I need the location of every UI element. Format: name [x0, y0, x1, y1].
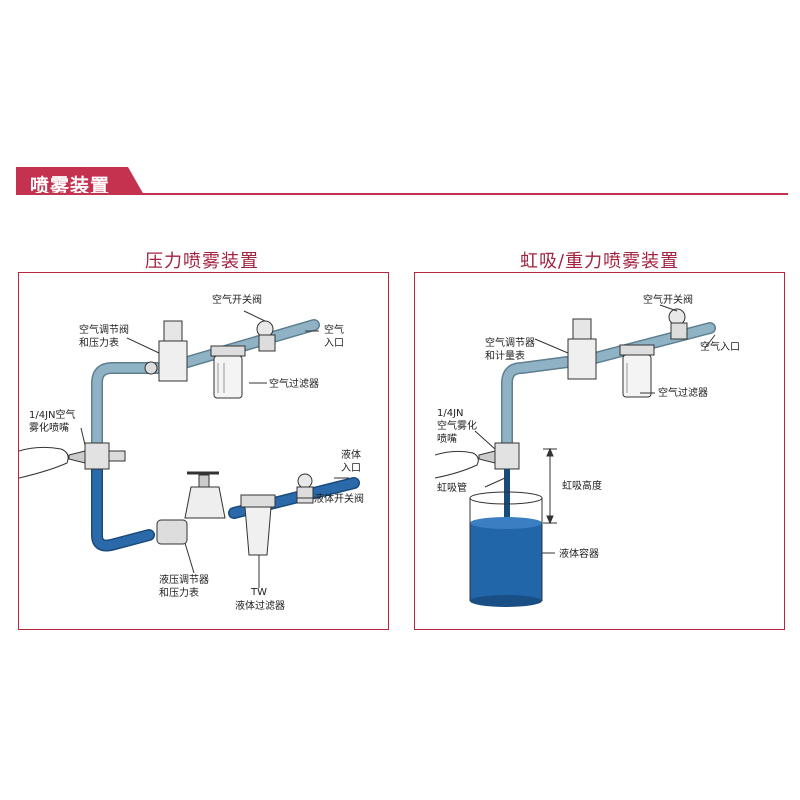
label-liquid-valve: 液体开关阀 — [314, 492, 364, 505]
label-siphon-height: 虹吸高度 — [562, 479, 602, 492]
liquid-container-icon — [469, 491, 543, 607]
leader-lines — [474, 304, 716, 554]
siphon-panel: 空气开关阀 空气入口 空气调节器 和计量表 空气过滤器 1/4JN 空气雾化 喷… — [414, 272, 785, 630]
siphon-panel-title: 虹吸/重力喷雾装置 — [520, 251, 680, 272]
label-air-inlet-1: 空气 — [324, 323, 344, 336]
air-regulator-icon — [144, 320, 188, 382]
label-air-filter: 空气过滤器 — [269, 377, 319, 390]
label-container: 液体容器 — [559, 547, 599, 560]
section-divider — [16, 193, 788, 195]
label-liquid-inlet-2: 入口 — [341, 463, 361, 474]
label-liquid-regulator-2: 和压力表 — [159, 586, 199, 599]
air-pipe — [501, 322, 716, 449]
air-regulator-icon — [567, 318, 597, 380]
label-air-regulator-2: 和压力表 — [79, 336, 119, 349]
air-valve-icon — [256, 320, 276, 352]
air-pipe — [91, 319, 320, 449]
label-siphon-tube: 虹吸管 — [437, 481, 467, 494]
air-valve-icon — [668, 308, 688, 340]
liquid-regulator-icon — [156, 471, 226, 545]
label-nozzle-3: 喷嘴 — [437, 433, 457, 445]
liquid-pipe — [91, 462, 360, 552]
section-title: 喷雾装置 — [30, 175, 111, 197]
label-nozzle-1: 1/4JN — [437, 408, 464, 419]
label-nozzle-2: 雾化喷嘴 — [29, 421, 69, 434]
nozzle-tee-icon — [478, 442, 520, 470]
label-air-regulator-1: 空气调节阀 — [79, 323, 129, 336]
pressure-diagram: 空气开关阀 空气 入口 空气调节阀 和压力表 空气过滤器 1/4JN空气 雾化喷… — [18, 293, 364, 612]
label-nozzle-1: 1/4JN空气 — [29, 408, 76, 421]
label-air-filter: 空气过滤器 — [658, 386, 708, 399]
label-tw-1: TW — [250, 587, 267, 598]
section-banner — [16, 167, 144, 195]
air-filter-icon — [619, 344, 655, 398]
pressure-panel-title: 压力喷雾装置 — [145, 251, 259, 272]
label-tw-2: 液体过滤器 — [235, 599, 285, 612]
liquid-valve-icon — [296, 473, 314, 504]
siphon-height-dimension — [543, 447, 557, 525]
label-liquid-inlet-1: 液体 — [341, 448, 361, 461]
tw-filter-icon — [240, 494, 276, 556]
label-nozzle-2: 空气雾化 — [437, 419, 477, 432]
label-air-inlet-2: 入口 — [324, 338, 344, 349]
air-filter-icon — [210, 345, 246, 399]
label-air-valve: 空气开关阀 — [643, 293, 693, 306]
hand-icon — [434, 450, 479, 479]
label-liquid-regulator-1: 液压调节器 — [159, 573, 209, 586]
leader-lines — [80, 310, 349, 588]
pressure-panel: 空气开关阀 空气 入口 空气调节阀 和压力表 空气过滤器 1/4JN空气 雾化喷… — [18, 272, 389, 630]
label-air-regulator-2: 和计量表 — [485, 349, 525, 362]
siphon-diagram: 空气开关阀 空气入口 空气调节器 和计量表 空气过滤器 1/4JN 空气雾化 喷… — [434, 293, 740, 607]
nozzle-tee-icon — [68, 442, 126, 470]
label-air-valve: 空气开关阀 — [212, 293, 262, 306]
label-air-inlet: 空气入口 — [700, 340, 740, 353]
hand-icon — [18, 446, 69, 479]
label-air-regulator-1: 空气调节器 — [485, 336, 535, 349]
